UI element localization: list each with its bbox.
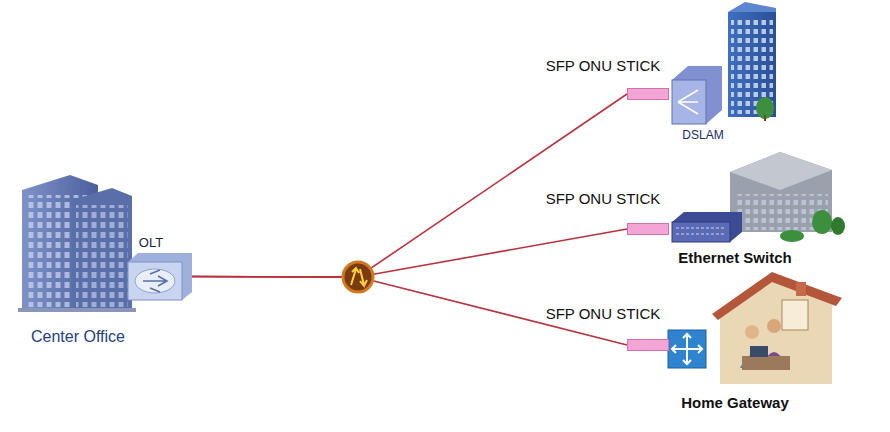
drawing-part (780, 230, 804, 242)
node-label: SFP ONU STICK (546, 190, 661, 207)
drawing-part (750, 346, 768, 357)
fiber-line (192, 94, 627, 277)
node-label: OLT (139, 236, 163, 251)
home-site (668, 272, 842, 384)
fiber-line (192, 229, 627, 277)
drawing-part (668, 330, 706, 368)
drawing-part (672, 222, 730, 242)
drawing-part (135, 269, 175, 293)
node-label: SFP ONU STICK (546, 57, 661, 74)
drawing-part (672, 66, 722, 124)
drawing-part (672, 334, 702, 364)
olt-device (128, 253, 192, 300)
switch-node: Ethernet Switch (672, 212, 742, 242)
drawing-part (672, 80, 706, 124)
drawing-part (812, 210, 832, 234)
node-label: Center Office (31, 328, 125, 346)
office-node: Center Office (20, 175, 134, 310)
drawing-part (764, 115, 766, 121)
drawing-part (728, 2, 776, 12)
drawing-part (782, 300, 808, 330)
dslam-node: DSLAM (672, 66, 722, 124)
drawing-part (796, 282, 806, 296)
node-label: SFP ONU STICK (546, 305, 661, 322)
drawing-part (767, 319, 781, 333)
drawing-part (72, 188, 132, 310)
drawing-part (831, 217, 845, 235)
sfp-stick: SFP ONU STICK (627, 339, 669, 351)
drawing-part (128, 262, 182, 300)
dslam-site (672, 2, 776, 124)
drawing-part (712, 272, 842, 320)
drawing-part (128, 253, 192, 300)
drawing-part (76, 205, 128, 307)
gateway-node: Home Gateway (668, 330, 706, 368)
drawing-part (343, 262, 373, 292)
center-office-building (18, 175, 136, 312)
olt-node: OLT (128, 253, 192, 300)
drawing-part (742, 356, 790, 370)
sfp-stick: SFP ONU STICK (627, 223, 669, 235)
sfp-stick: SFP ONU STICK (627, 88, 669, 100)
drawing-part (676, 228, 726, 234)
drawing-part (678, 90, 698, 114)
node-label: Ethernet Switch (678, 249, 791, 266)
drawing-part (18, 308, 136, 312)
drawing-part (730, 152, 832, 190)
drawing-part (672, 212, 742, 242)
switch-site (672, 152, 845, 242)
drawing-part (351, 268, 367, 286)
drawing-part (143, 270, 167, 292)
node-label: Home Gateway (681, 394, 789, 411)
optical-splitter (343, 262, 373, 292)
node-label: DSLAM (682, 129, 723, 143)
drawing-part (745, 325, 759, 339)
